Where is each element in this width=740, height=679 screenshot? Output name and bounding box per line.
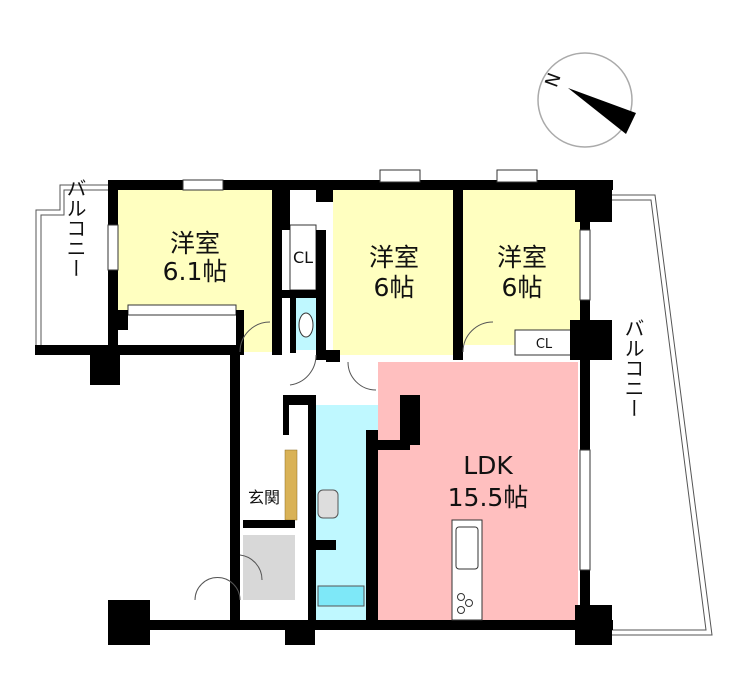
ldk-name: LDK [463,451,513,480]
western-room-3-floor [463,190,580,345]
washroom-floor [316,405,378,620]
windows [107,169,591,571]
stove-icon [457,593,473,614]
balcony-right-label: バルコニー [621,318,645,418]
closet-1-label: CL [293,248,313,267]
western-room-1-size: 6.1帖 [163,257,228,286]
western-room-3-name: 洋室 [497,243,547,272]
north-arrow-icon [568,88,636,134]
sink-icon [317,489,339,519]
entrance-floor [243,535,295,600]
balcony-right [612,194,713,636]
doors [194,321,494,601]
kitchen-sink-icon [455,526,479,570]
western-room-3-size: 6帖 [502,273,543,302]
closet-1 [289,224,317,291]
shoe-box [284,449,298,521]
western-room-2-name: 洋室 [369,243,419,272]
western-1-storage [127,304,237,316]
toilet-icon [298,312,314,338]
western-room-2-size: 6帖 [374,273,415,302]
western-room-2-floor [333,190,453,355]
compass: N [537,52,636,148]
western-room-1-name: 洋室 [170,229,220,258]
closet-2 [514,329,572,356]
balcony-left-label: バルコニー [63,178,87,278]
bathtub-icon [317,585,365,607]
ldk-size: 15.5帖 [448,483,529,512]
closet-2-label: CL [536,337,553,352]
western-room-1-floor [118,190,272,352]
balcony-left [35,184,108,345]
entrance-label: 玄関 [248,488,280,507]
